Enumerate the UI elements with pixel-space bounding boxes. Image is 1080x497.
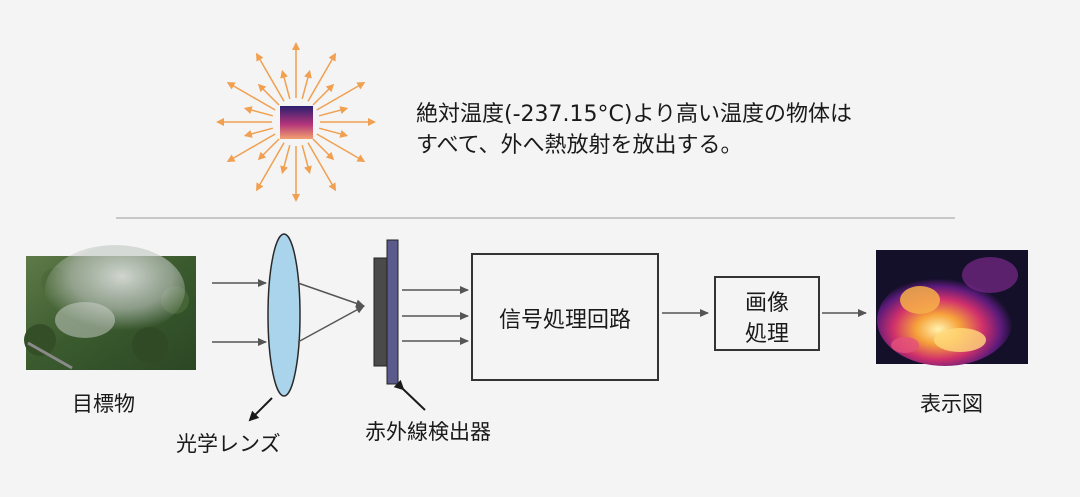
heat-radiation-icon: [216, 42, 376, 202]
radiation-ray: [256, 142, 285, 192]
detector-back-plate: [373, 257, 389, 367]
radiation-ray: [312, 83, 335, 106]
target-object-label: 目標物: [72, 392, 135, 416]
optical-lens: [267, 233, 301, 397]
forest-fire-photo: [24, 245, 196, 370]
radiation-ray: [257, 83, 280, 106]
heat-source-square: [280, 106, 313, 139]
radiation-ray: [316, 82, 366, 111]
radiation-ray: [312, 138, 335, 161]
display-image-label: 表示図: [920, 392, 983, 416]
converge-ray-bottom: [297, 305, 365, 343]
radiation-ray: [301, 144, 312, 175]
radiation-ray: [243, 106, 274, 117]
radiation-ray: [243, 127, 274, 138]
radiation-ray: [307, 52, 336, 102]
radiation-ray: [226, 82, 276, 111]
optical-lens-label: 光学レンズ: [176, 432, 281, 456]
detector-sensor: [386, 239, 399, 385]
converge-ray-top: [297, 282, 365, 308]
detector-pointer-arrow: [393, 379, 426, 411]
thermal-radiation-statement-line-2: すべて、外へ熱放射を放出する。: [416, 133, 743, 158]
radiation-ray: [316, 133, 366, 162]
signal-processing-label: 信号処理回路: [498, 308, 631, 333]
radiation-ray: [256, 52, 285, 102]
image-processing-box: [714, 276, 820, 351]
image-processing-label-line-2: 処理: [744, 322, 789, 347]
image-processing-label-line-1: 画像: [744, 291, 789, 316]
radiation-ray: [280, 144, 291, 175]
signal-processing-box: [471, 253, 659, 381]
radiation-ray: [318, 127, 349, 138]
radiation-ray: [257, 138, 280, 161]
radiation-ray: [318, 106, 349, 117]
infrared-detector-label: 赤外線検出器: [365, 420, 491, 444]
lens-pointer-arrow: [248, 397, 273, 422]
thermal-radiation-statement-line-1: 絶対温度(-237.15°C)より高い温度の物体は: [416, 102, 853, 127]
radiation-ray: [280, 69, 291, 100]
radiation-ray: [226, 133, 276, 162]
thermal-image-icon: [876, 250, 1028, 366]
radiation-ray: [301, 69, 312, 100]
radiation-ray: [307, 142, 336, 192]
